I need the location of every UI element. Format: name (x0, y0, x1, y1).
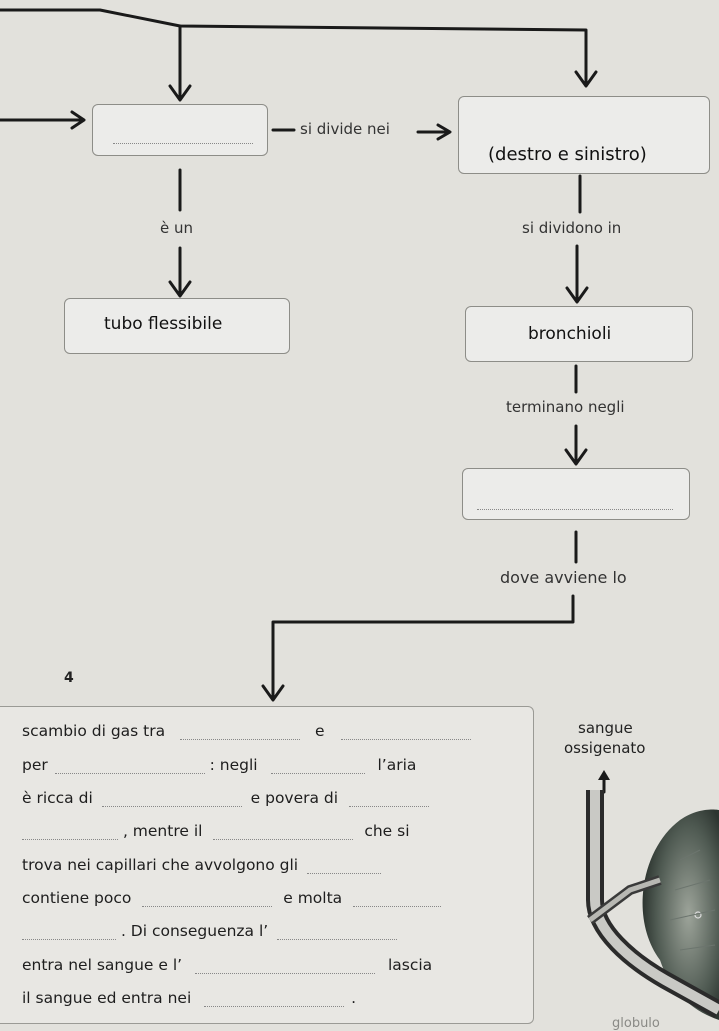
destro-sinistro-label: (destro e sinistro) (488, 144, 647, 165)
exercise-number: 4 (64, 670, 74, 686)
blank-answer-box-2[interactable] (462, 468, 690, 520)
illustration-corner-text: globulo (612, 1016, 660, 1031)
exercise-text-box (0, 706, 534, 1024)
text-line-4: , mentre il che si (22, 822, 410, 840)
blank-field[interactable] (180, 723, 301, 740)
blank-answer-box-1[interactable] (92, 104, 268, 156)
blank-field[interactable] (101, 790, 242, 807)
blank-field[interactable] (307, 857, 382, 874)
blank-field[interactable] (142, 890, 273, 907)
lungs-box (458, 96, 710, 174)
connector-dove-avviene-lo: dove avviene lo (500, 568, 627, 587)
text-line-7: . Di conseguenza l’ (22, 922, 398, 940)
blank-field[interactable] (213, 823, 354, 840)
text-line-9: il sangue ed entra nei . (22, 989, 357, 1007)
blank-field[interactable] (341, 723, 472, 740)
blank-field[interactable] (204, 990, 345, 1007)
bronchioli-label: bronchioli (528, 324, 612, 344)
connector-si-dividono-in: si dividono in (522, 219, 622, 237)
text-line-6: contiene poco e molta (22, 889, 442, 907)
text-line-5: trova nei capillari che avvolgono gli (22, 856, 382, 874)
blank-field[interactable] (22, 923, 116, 940)
text-line-2: per : negli l’aria (22, 756, 417, 774)
text-line-1: scambio di gas tra e (22, 722, 472, 740)
blank-field[interactable] (195, 957, 375, 974)
tubo-flessibile-box (64, 298, 290, 354)
tubo-flessibile-label: tubo flessibile (104, 314, 223, 334)
connector-si-divide-nei: si divide nei (300, 120, 390, 138)
blank-field[interactable] (270, 757, 365, 774)
blank-field[interactable] (54, 757, 205, 774)
blank-field[interactable] (277, 923, 398, 940)
blank-field[interactable] (349, 790, 430, 807)
connector-e-un: è un (160, 219, 194, 237)
alveolus-illustration (586, 790, 719, 1020)
bronchioli-box (465, 306, 693, 362)
connector-terminano-negli: terminano negli (506, 398, 625, 416)
illustration-label-sangue: sangue (578, 719, 633, 737)
blank-field[interactable] (22, 823, 118, 840)
blank-field[interactable] (353, 890, 442, 907)
illustration-label-ossigenato: ossigenato (564, 739, 646, 757)
text-line-8: entra nel sangue e l’ lascia (22, 956, 433, 974)
text-line-3: è ricca di e povera di (22, 789, 430, 807)
